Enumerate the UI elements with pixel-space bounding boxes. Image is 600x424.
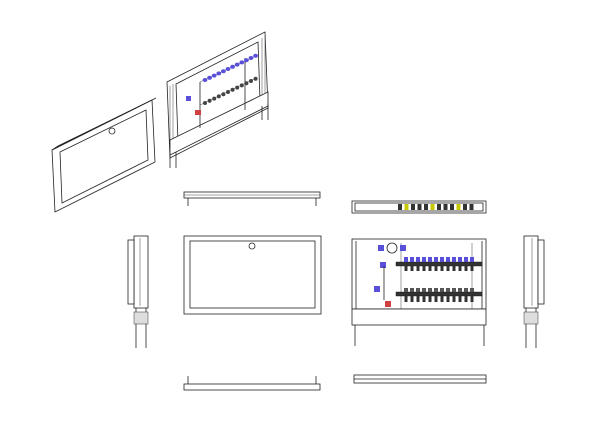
supply-valve <box>464 257 468 262</box>
top-view-cabinet <box>351 200 487 214</box>
iso-supply-valve <box>248 56 254 60</box>
iso-supply-valve <box>221 69 226 74</box>
supply-valve <box>410 257 414 262</box>
iso-return-valve <box>203 101 207 105</box>
iso-supply-valve <box>225 67 231 71</box>
outlet-top <box>398 204 402 210</box>
supply-valve <box>422 257 426 262</box>
red-valve <box>195 110 201 115</box>
return-valve <box>404 288 408 292</box>
return-valve <box>458 288 462 292</box>
supply-valve <box>458 257 462 262</box>
return-valve <box>452 288 456 292</box>
supply-valve <box>446 257 450 262</box>
iso-supply-valve <box>211 73 217 78</box>
outlet-top <box>424 204 428 210</box>
iso-return-valve <box>212 96 217 101</box>
return-outlet <box>416 296 420 302</box>
iso-return-valve <box>216 94 221 99</box>
supply-outlet <box>422 266 426 271</box>
supply-outlet <box>416 266 420 271</box>
side-view-left <box>127 235 149 348</box>
supply-outlet <box>434 266 438 271</box>
top-view-door <box>183 191 321 206</box>
outlet-top <box>463 204 467 210</box>
return-valve <box>434 288 438 292</box>
iso-supply-valve <box>202 78 208 82</box>
outlet-top <box>469 204 474 210</box>
supply-valve <box>434 257 438 262</box>
return-outlet <box>452 296 456 302</box>
return-outlet <box>458 296 462 302</box>
iso-supply-valve <box>230 64 236 69</box>
iso-return-valve <box>249 79 253 83</box>
iso-return-valve <box>235 85 240 90</box>
supply-outlet <box>410 266 414 271</box>
return-outlet <box>446 296 450 302</box>
supply-outlet <box>464 266 468 271</box>
iso-supply-valve <box>216 71 222 76</box>
iso-supply-valve <box>234 62 240 67</box>
blue-valve <box>186 96 191 101</box>
bottom-view-cabinet <box>353 374 487 384</box>
return-valve <box>422 288 426 292</box>
iso-door-panel <box>51 97 157 213</box>
return-outlet <box>410 296 414 302</box>
supply-valve <box>452 257 456 262</box>
return-outlet <box>422 296 426 302</box>
return-outlet <box>404 296 408 302</box>
return-valve <box>410 288 414 292</box>
iso-return-valve <box>244 81 249 86</box>
iso-return-valve <box>221 92 226 97</box>
supply-outlet <box>446 266 450 271</box>
supply-outlet <box>458 266 462 271</box>
return-outlet <box>428 296 432 302</box>
bottom-view-door <box>183 376 321 391</box>
supply-valve <box>416 257 420 262</box>
supply-valve <box>470 257 474 262</box>
outlet-top <box>456 204 461 210</box>
supply-outlet <box>470 266 474 271</box>
side-view-right <box>523 235 545 348</box>
return-valve <box>470 288 474 292</box>
supply-valve <box>404 257 408 262</box>
outlet-top <box>417 204 422 210</box>
return-valve <box>440 288 444 292</box>
outlet-top <box>430 204 435 210</box>
outlet-top <box>450 204 454 210</box>
outlet-top <box>404 204 409 210</box>
supply-outlet <box>452 266 456 271</box>
return-outlet <box>470 296 474 302</box>
return-valve <box>464 288 468 292</box>
return-outlet <box>440 296 444 302</box>
iso-supply-valve <box>207 75 213 80</box>
supply-outlet <box>428 266 432 271</box>
iso-return-valve <box>230 87 235 92</box>
iso-return-valve <box>207 98 212 103</box>
iso-cabinet <box>166 31 269 168</box>
iso-return-valve <box>253 76 258 81</box>
supply-valve <box>428 257 432 262</box>
iso-supply-valve <box>239 60 245 65</box>
return-outlet <box>464 296 468 302</box>
return-valve <box>416 288 420 292</box>
iso-return-valve <box>226 90 230 94</box>
return-valve <box>446 288 450 292</box>
supply-outlet <box>404 266 408 271</box>
outlet-top <box>411 204 415 210</box>
outlet-top <box>437 204 441 210</box>
return-valve <box>428 288 432 292</box>
iso-supply-valve <box>244 58 249 63</box>
return-outlet <box>434 296 438 302</box>
front-view-door <box>183 235 322 315</box>
supply-outlet <box>440 266 444 271</box>
front-view-cabinet <box>351 238 487 346</box>
iso-return-valve <box>239 83 244 88</box>
supply-valve <box>440 257 444 262</box>
outlet-top <box>443 204 448 210</box>
iso-supply-valve <box>253 53 258 58</box>
